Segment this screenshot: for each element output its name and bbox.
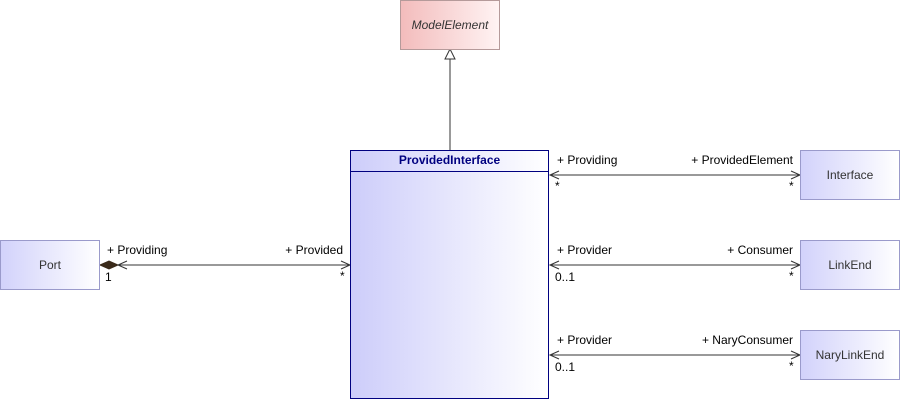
class-link-end[interactable]: LinkEnd (800, 240, 900, 290)
role-linkend-far: + Consumer (727, 243, 793, 257)
composition-port-arrow-left (116, 260, 128, 270)
class-provided-interface-name: ProvidedInterface (351, 151, 548, 172)
role-linkend-near: + Provider (557, 243, 613, 257)
mult-port-far: * (340, 269, 345, 283)
generalization-arrowhead (444, 47, 456, 60)
mult-linkend-near: 0..1 (555, 270, 576, 284)
role-narylinkend-far: + NaryConsumer (701, 333, 793, 347)
class-nary-link-end[interactable]: NaryLinkEnd (800, 330, 900, 380)
role-port-near: + Providing (107, 243, 168, 257)
class-interface-name: Interface (826, 168, 874, 182)
class-model-element[interactable]: ModelElement (400, 0, 500, 50)
composition-diamond (98, 260, 120, 270)
role-interface-far: + ProvidedElement (691, 153, 793, 167)
association-narylinkend-arrow-left (548, 350, 560, 360)
mult-linkend-far: * (789, 269, 794, 283)
class-port-name: Port (38, 258, 61, 272)
mult-port-near: 1 (105, 270, 112, 284)
class-provided-interface[interactable]: ProvidedInterface (350, 150, 549, 399)
association-interface-arrow-left (548, 170, 560, 180)
association-linkend-arrow-left (548, 260, 560, 270)
role-port-far: + Provided (285, 243, 343, 257)
class-nary-link-end-name: NaryLinkEnd (815, 348, 885, 362)
mult-narylinkend-near: 0..1 (555, 360, 576, 374)
mult-narylinkend-far: * (789, 359, 794, 373)
role-narylinkend-near: + Provider (557, 333, 613, 347)
mult-interface-far: * (789, 179, 794, 193)
mult-interface-near: * (555, 179, 560, 193)
role-interface-near: + Providing (557, 153, 618, 167)
class-interface[interactable]: Interface (800, 150, 900, 200)
class-model-element-name: ModelElement (411, 18, 489, 32)
class-link-end-name: LinkEnd (828, 258, 872, 272)
class-port[interactable]: Port (0, 240, 100, 290)
